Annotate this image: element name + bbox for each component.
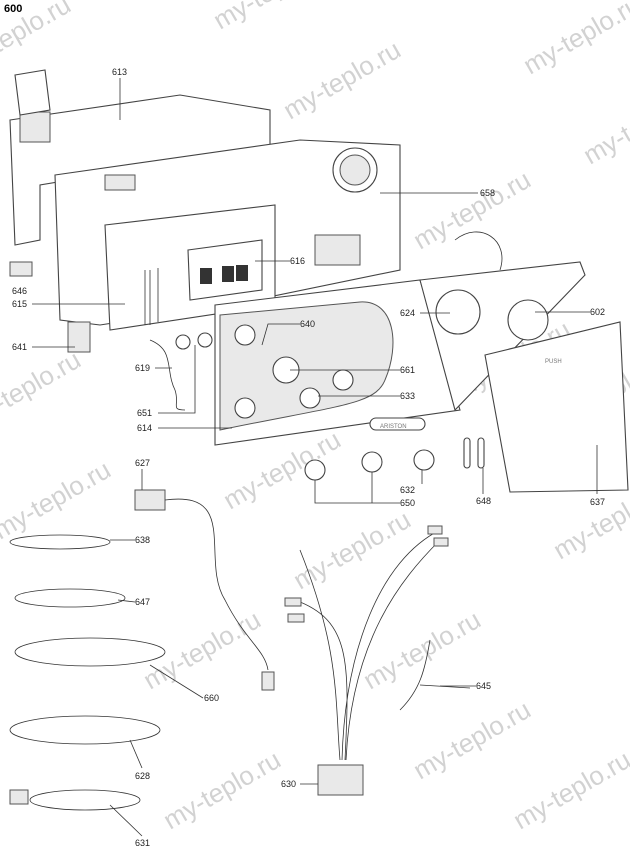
- part-628-harness: [9, 715, 161, 745]
- part-648-springs: [463, 437, 485, 469]
- door-text: PUSH: [545, 359, 562, 365]
- watermark: my-teplo.ru: [578, 79, 630, 170]
- watermark: my-teplo.ru: [158, 744, 286, 835]
- label-650: 650: [400, 498, 415, 508]
- watermark: my-teplo.ru: [408, 694, 536, 785]
- part-630-connector: [284, 525, 449, 796]
- label-638: 638: [135, 535, 150, 545]
- watermark: my-teplo.ru: [138, 604, 266, 695]
- part-616-display: [187, 239, 263, 301]
- label-616: 616: [290, 256, 305, 266]
- label-630: 630: [281, 779, 296, 789]
- watermark: my-teplo.ru: [0, 454, 116, 545]
- part-647-harness: [14, 588, 126, 608]
- watermark: my-teplo.ru: [518, 0, 630, 80]
- label-628: 628: [135, 771, 150, 781]
- part-650-knobs: [304, 449, 435, 481]
- watermark: my-teplo.ru: [208, 0, 336, 35]
- label-614: 614: [137, 423, 152, 433]
- label-619: 619: [135, 363, 150, 373]
- label-645: 645: [476, 681, 491, 691]
- watermark: my-teplo.ru: [0, 344, 86, 435]
- label-615: 615: [12, 299, 27, 309]
- label-631: 631: [135, 838, 150, 848]
- label-648: 648: [476, 496, 491, 506]
- label-646: 646: [12, 286, 27, 296]
- watermark: my-teplo.ru: [358, 604, 486, 695]
- part-624-right-panel: [419, 231, 586, 412]
- label-627: 627: [135, 458, 150, 468]
- part-637-door: PUSH: [484, 321, 629, 493]
- part-660-harness: [14, 637, 166, 667]
- label-637: 637: [590, 497, 605, 507]
- watermark: my-teplo.ru: [408, 164, 536, 255]
- label-640: 640: [300, 319, 315, 329]
- part-651-led: [175, 334, 191, 350]
- part-614-control-panel: ARISTON: [214, 279, 461, 446]
- part-619-ribbon: [149, 339, 186, 411]
- watermark: my-teplo.ru: [508, 744, 630, 835]
- part-631-cable: [9, 789, 141, 811]
- part-641: [67, 321, 91, 353]
- part-627-cable: [134, 489, 275, 691]
- label-602: 602: [590, 307, 605, 317]
- panel-brand-text: ARISTON: [380, 424, 407, 430]
- label-624: 624: [400, 308, 415, 318]
- label-661: 661: [400, 365, 415, 375]
- watermark: my-teplo.ru: [288, 504, 416, 595]
- label-641: 641: [12, 342, 27, 352]
- label-658: 658: [480, 188, 495, 198]
- watermark: my-teplo.ru: [278, 34, 406, 125]
- label-633: 633: [400, 391, 415, 401]
- leader-lines: [32, 78, 598, 837]
- part-638-harness: [9, 534, 111, 550]
- part-645-sensor: [399, 639, 471, 711]
- label-647: 647: [135, 597, 150, 607]
- part-651-led: [197, 332, 213, 348]
- label-613: 613: [112, 67, 127, 77]
- part-646-terminal: [9, 261, 33, 277]
- part-613-frame: [9, 69, 271, 246]
- label-660: 660: [204, 693, 219, 703]
- figure-number: 600: [4, 3, 22, 15]
- label-632: 632: [400, 485, 415, 495]
- label-651: 651: [137, 408, 152, 418]
- part-labels: 613 658 616 646 615 641 619 651 614 640 …: [12, 67, 605, 848]
